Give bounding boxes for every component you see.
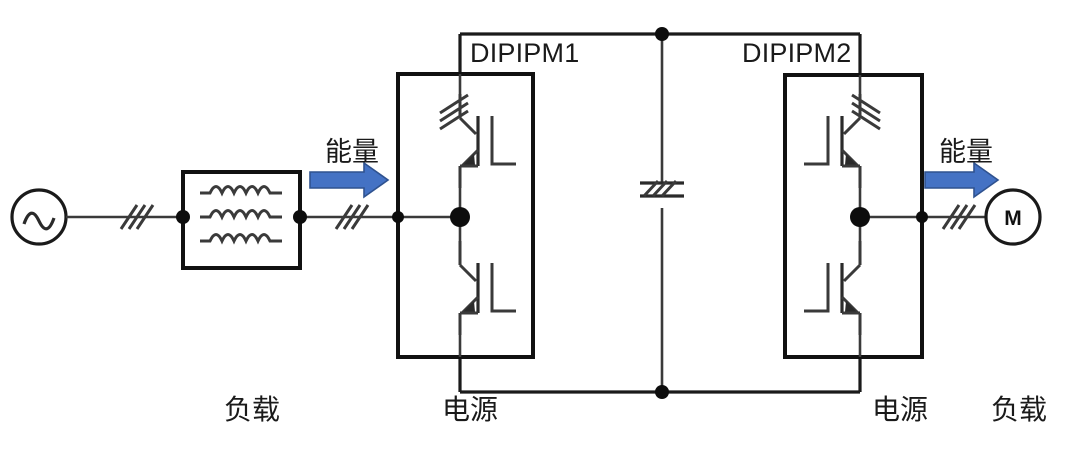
node-inverter-ac	[916, 211, 928, 223]
node-filter-output	[293, 210, 307, 224]
three-phase-mark-upper-right	[851, 93, 881, 131]
dc-link-capacitor	[640, 179, 684, 198]
three-phase-mark-upper-left	[439, 93, 469, 131]
node-leg-mid-left	[450, 207, 470, 227]
label-load-left: 负载	[224, 393, 280, 426]
energy-arrow-left-shape	[309, 161, 390, 199]
label-source-left: 电源	[442, 393, 498, 426]
dipipm1-label: DIPIPM1	[470, 38, 579, 68]
energy-arrow-right: 能量	[924, 137, 1000, 199]
ac-input-section	[10, 170, 470, 270]
ac-source-circle	[10, 188, 68, 246]
motor-label: M	[1004, 207, 1022, 230]
node-leg-mid-right	[850, 207, 870, 227]
node-converter-ac	[392, 211, 404, 223]
motor-circle	[984, 188, 1042, 246]
energy-arrow-right-shape	[924, 161, 1000, 199]
label-load-right: 负载	[991, 393, 1047, 426]
dc-top-center-node	[655, 27, 669, 41]
sine-wave-icon	[22, 211, 56, 231]
energy-arrow-left: 能量	[309, 137, 390, 199]
energy-label-left: 能量	[325, 137, 379, 168]
node-filter-input	[176, 210, 190, 224]
dipipm2-label: DIPIPM2	[742, 38, 851, 68]
label-source-right: 电源	[872, 393, 928, 426]
energy-label-right: 能量	[939, 137, 993, 168]
ac-output-section: M	[850, 188, 1042, 246]
dc-bottom-center-node	[655, 385, 669, 399]
